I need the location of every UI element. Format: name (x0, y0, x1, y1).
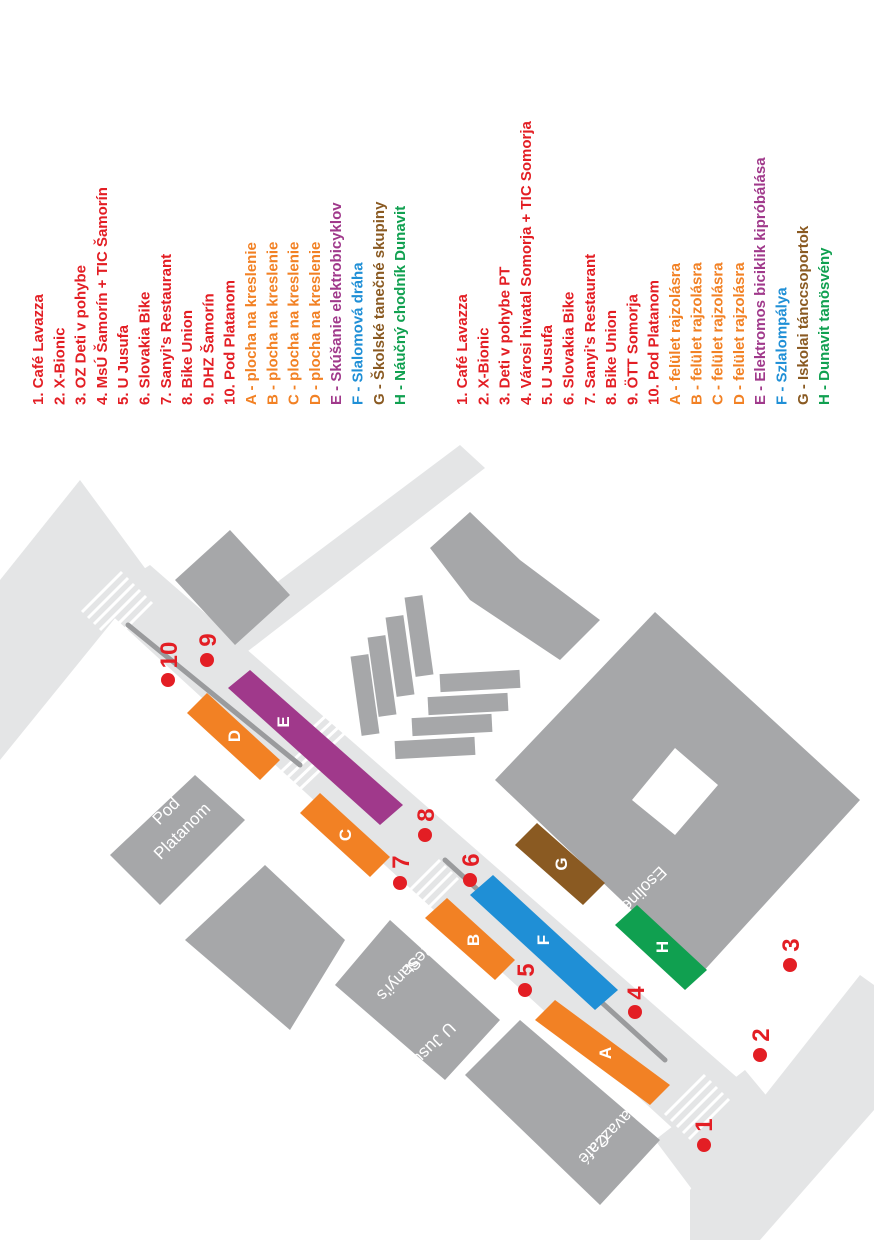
legend-item: D - plocha na kreslenie (307, 242, 324, 405)
point-6-dot (463, 873, 477, 887)
legend-item: E - Skúšanie elektrobicyklov (328, 202, 345, 405)
point-6-label: 6 (458, 853, 485, 866)
zone-d (187, 693, 280, 780)
building-sanyis (335, 920, 500, 1080)
legend-item: 6. Slovakia Bike (561, 292, 578, 405)
zone-c (300, 793, 390, 877)
legend-item: F - Slalomová dráha (350, 262, 367, 405)
zone-h-letter: H (653, 941, 672, 953)
zone-a (535, 1000, 670, 1105)
legend-item: H - Dunavit tanösvény (816, 247, 833, 405)
legend-item: 8. Bike Union (603, 310, 620, 405)
zone-g-letter: G (552, 857, 571, 870)
zone-f (470, 875, 618, 1010)
building-middle (185, 865, 345, 1030)
parking-bay (367, 635, 397, 717)
parking-bay (385, 615, 415, 697)
point-8-dot (418, 828, 432, 842)
road-lower-right-2 (655, 1070, 820, 1200)
point-4-label: 4 (623, 986, 650, 1000)
point-7-label: 7 (388, 855, 415, 868)
crosswalk-bottom (663, 1073, 731, 1141)
zone-c-letter: C (336, 829, 355, 841)
point-1-label: 1 (691, 1118, 718, 1131)
legend-item: 8. Bike Union (179, 310, 196, 405)
legend-item: G - Iskolai tánccsoportok (795, 225, 812, 405)
point-7-dot (393, 876, 407, 890)
parking-bay (411, 713, 493, 737)
legend-item: F - Szlalompálya (774, 287, 791, 405)
zone-e-letter: E (274, 716, 293, 727)
point-2-label: 2 (748, 1028, 775, 1041)
legend-item: 4. MsÚ Šamorín + TIC Šamorín (93, 187, 111, 405)
legend-item: 10. Pod Platanom (646, 280, 663, 405)
legend-item: G - Školské tanečné skupiny (370, 201, 388, 405)
road-upper-left (0, 480, 150, 760)
legend-item: B - plocha na kreslenie (264, 242, 281, 405)
point-3-label: 3 (778, 938, 805, 951)
legend-item: H - Náučný chodník Dunavit (392, 206, 409, 405)
legend-item: 3. OZ Deti v pohybe (73, 265, 90, 405)
parking-bay (404, 595, 434, 677)
zone-f-letter: F (534, 935, 553, 945)
point-5-label: 5 (513, 963, 540, 976)
legend-item: A - plocha na kreslenie (243, 242, 260, 405)
zone-a-letter: A (596, 1047, 615, 1059)
point-10-dot (161, 673, 175, 687)
legend-item: 7. Sanyi's Restaurant (582, 254, 599, 405)
legend-item: 2. X-Bionic (475, 327, 492, 405)
building-top (175, 530, 290, 645)
point-2-dot (753, 1048, 767, 1062)
point-9-label: 9 (195, 633, 222, 646)
legend-item: 5. U Jusufa (115, 324, 132, 405)
point-4-dot (628, 1005, 642, 1019)
legend-item: E - Elektromos biciklik kipróbálása (752, 157, 769, 405)
zone-g (515, 823, 605, 905)
legend-item: 6. Slovakia Bike (137, 292, 154, 405)
zone-d-letter: D (225, 730, 244, 742)
legend-item: B - felület rajzolásra (688, 262, 705, 405)
zone-h (615, 905, 707, 990)
crosswalk-mid-3 (403, 858, 460, 915)
crosswalk-top (80, 570, 154, 644)
legend-item: 9. DHZ Šamorín (199, 293, 217, 405)
points: 1 2 3 4 5 6 7 8 9 10 (156, 633, 805, 1152)
zone-b (425, 898, 515, 980)
courtyard (632, 748, 718, 835)
zone-e (228, 670, 403, 825)
legend-item: C - felület rajzolásra (710, 262, 727, 405)
point-5-dot (518, 983, 532, 997)
legend-item: A - felület rajzolásra (667, 262, 684, 405)
legend-item: 1. Café Lavazza (454, 293, 471, 405)
legend-item: 1. Café Lavazza (30, 293, 47, 405)
zones: D E C B F A G H (187, 670, 707, 1105)
legend-item: D - felület rajzolásra (731, 262, 748, 405)
point-3-dot (783, 958, 797, 972)
building-parking-area (430, 512, 600, 660)
legend-item: C - plocha na kreslenie (286, 242, 303, 405)
point-9-dot (200, 653, 214, 667)
legend-item: 5. U Jusufa (539, 324, 556, 405)
point-1-dot (697, 1138, 711, 1152)
point-10-label: 10 (156, 642, 183, 669)
legend-item: 3. Deti v pohybe PT (497, 267, 514, 405)
legend-item: 10. Pod Platanom (222, 280, 239, 405)
legend-item: 2. X-Bionic (51, 327, 68, 405)
parking-bay (439, 669, 521, 693)
buildings (110, 512, 860, 1205)
building-cafe (465, 1020, 660, 1205)
building-pod-platanom (110, 775, 245, 905)
parking-bay (427, 692, 509, 716)
parking-bay (350, 654, 380, 736)
zone-b-letter: B (464, 934, 483, 946)
legend-item: 9. ÖTT Somorja (624, 293, 641, 405)
legend-item: 4. Városi hivatal Somorja + TIC Somorja (518, 120, 535, 405)
legend-item: 7. Sanyi's Restaurant (158, 254, 175, 405)
parking-bay (394, 736, 476, 760)
point-8-label: 8 (413, 808, 440, 821)
